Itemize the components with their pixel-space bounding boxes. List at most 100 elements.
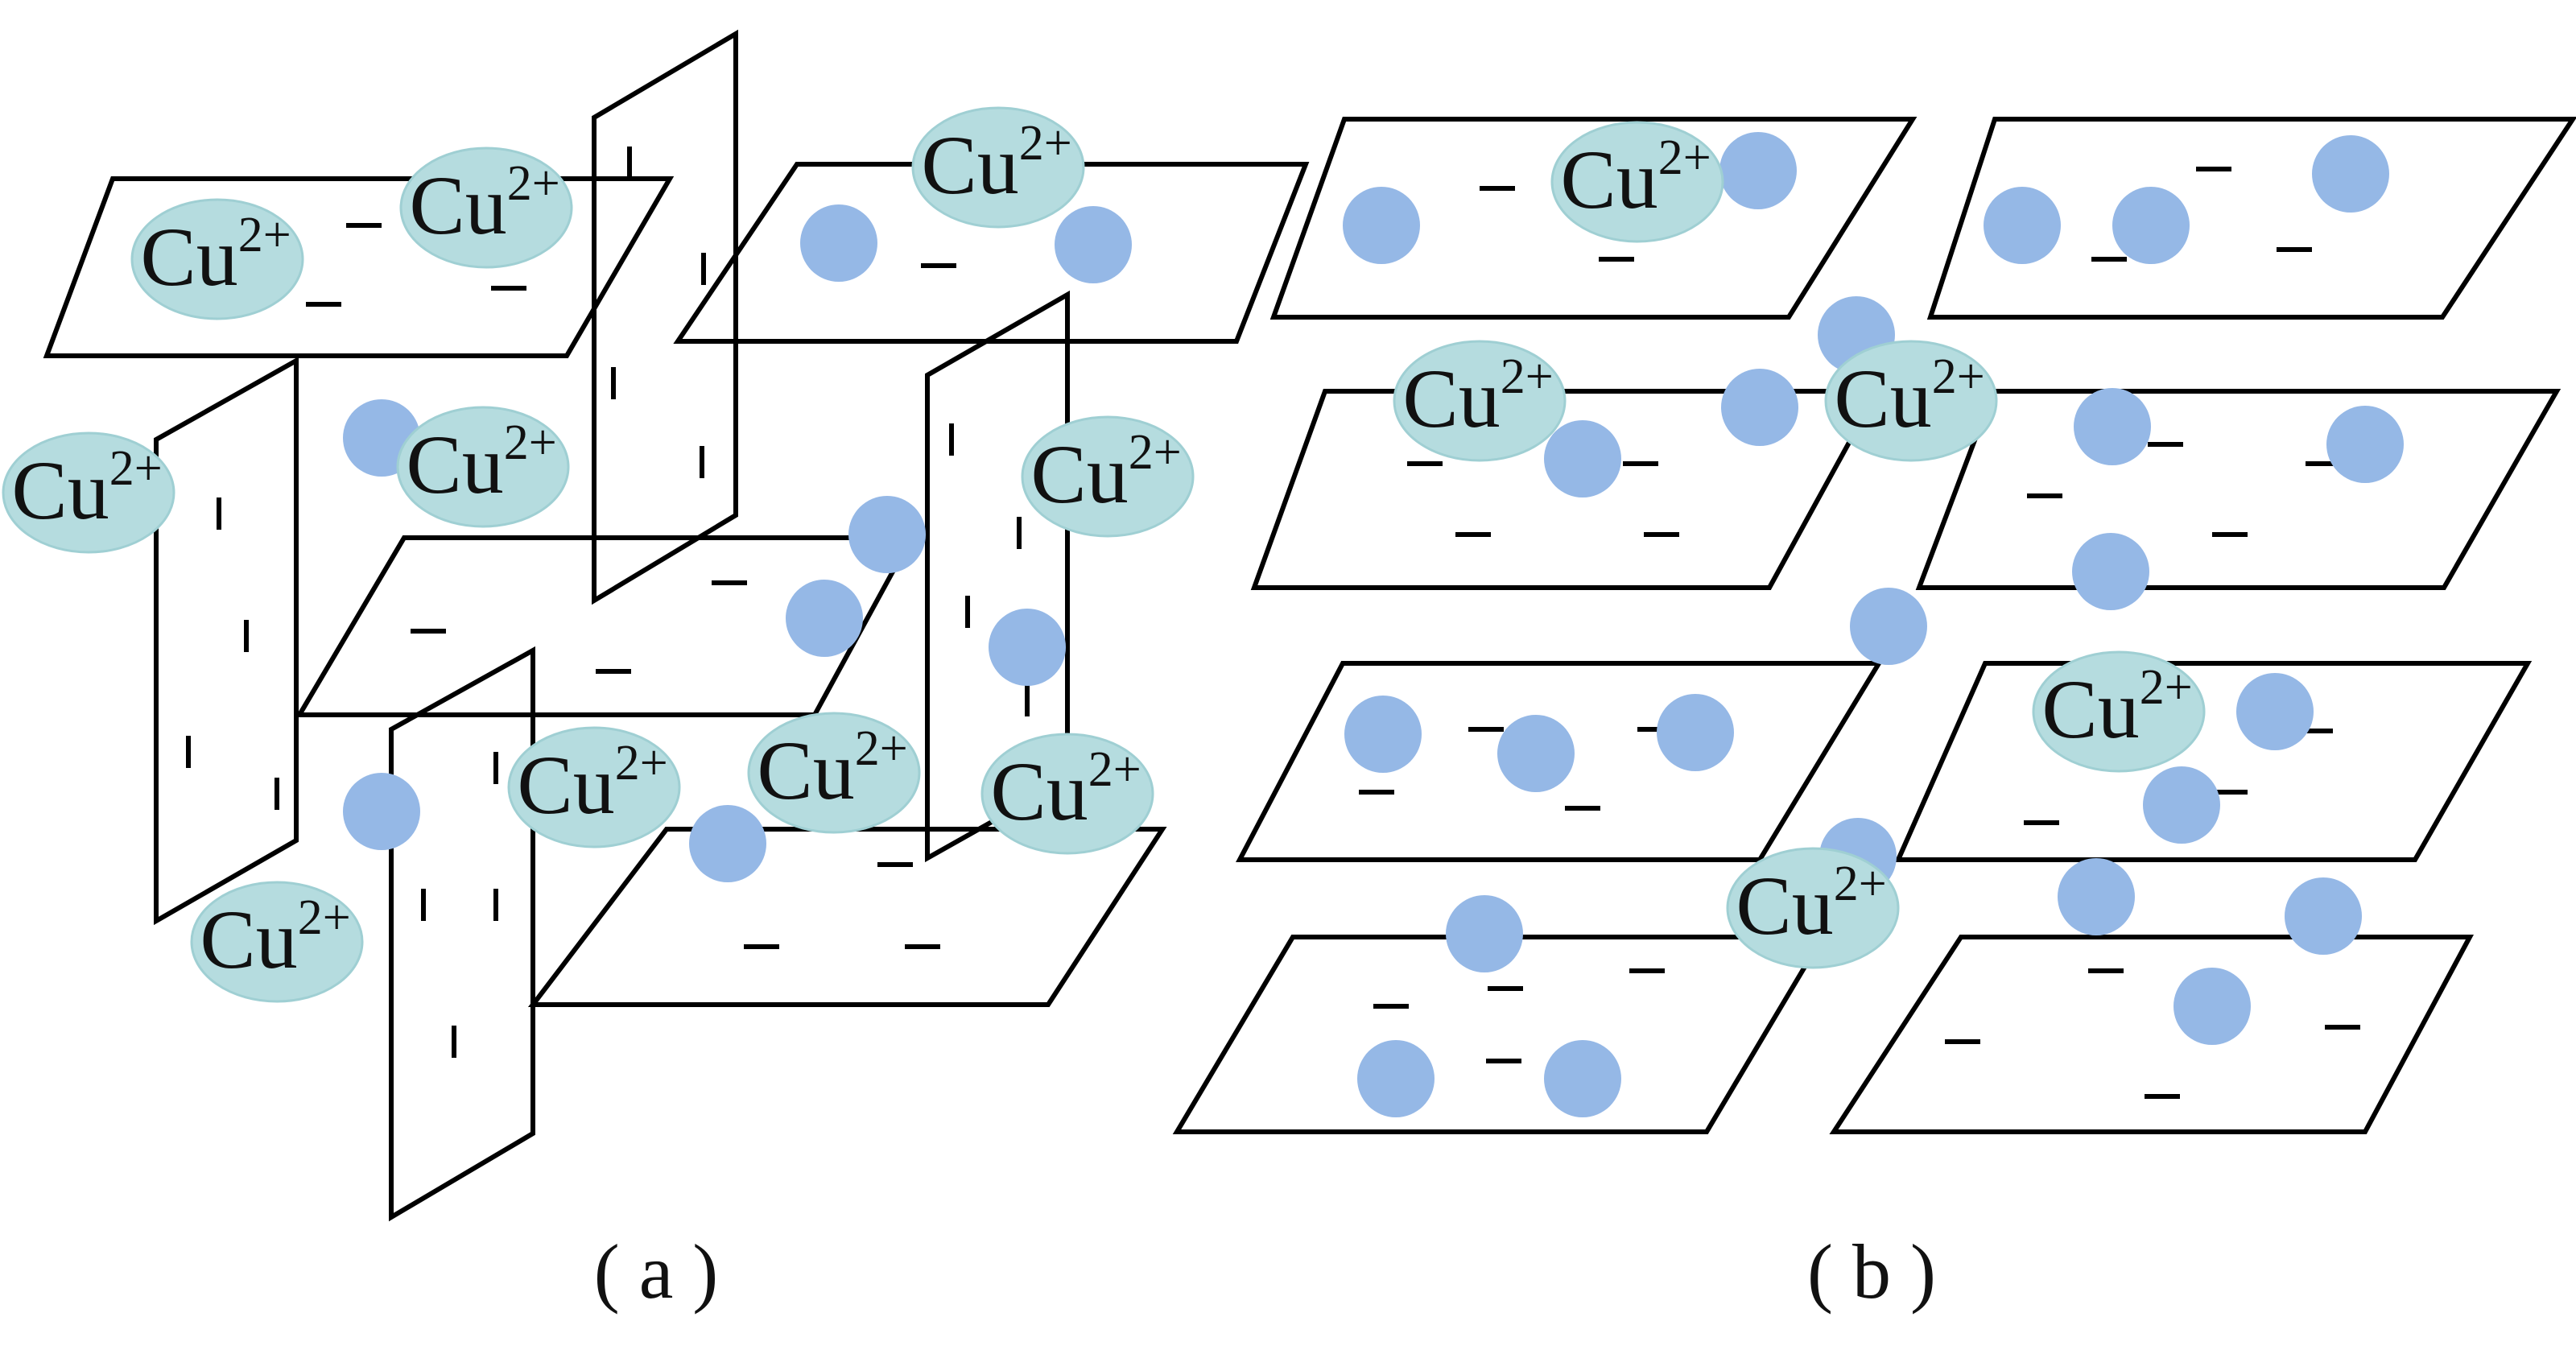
- sheet-b-left-1: [1269, 117, 1918, 320]
- cu-symbol: Cu: [409, 159, 506, 252]
- water-molecule-dot: [1984, 187, 2061, 264]
- water-molecule-dot: [800, 204, 877, 282]
- cu-ion: Cu2+: [399, 147, 573, 269]
- cu-ion-halo: [911, 106, 1085, 229]
- cu-ion: Cu2+: [130, 198, 304, 320]
- cu-ion-halo: [1550, 121, 1724, 243]
- cu-ion: Cu2+: [190, 881, 364, 1003]
- water-molecule-dot: [2326, 406, 2404, 483]
- water-molecule-dot: [1544, 1040, 1621, 1117]
- cu-ion-halo: [980, 733, 1154, 855]
- cu-ion-halo: [2, 431, 175, 554]
- sheet-b-right-2: [1915, 389, 2562, 590]
- cu-charge: 2+: [507, 156, 560, 211]
- cu-ion-halo: [747, 712, 921, 834]
- cu-ion-halo: [1726, 847, 1900, 969]
- water-molecule-dot: [2143, 766, 2220, 844]
- cu-symbol: Cu: [140, 211, 237, 303]
- cu-ion-halo: [190, 881, 364, 1003]
- cu-ion-label: Cu2+: [409, 156, 559, 252]
- cu-ion-halo: [130, 198, 304, 320]
- cu-ion-label: Cu2+: [990, 742, 1141, 838]
- cu-symbol: Cu: [1736, 860, 1833, 952]
- cu-charge: 2+: [2140, 660, 2193, 715]
- sheet-a-vertical-4: [389, 646, 535, 1222]
- sheet-b-right-1: [1926, 117, 2576, 320]
- cu-ion-halo: [507, 726, 681, 848]
- cu-symbol: Cu: [2041, 663, 2139, 756]
- cu-charge: 2+: [109, 441, 163, 496]
- cu-charge: 2+: [298, 890, 351, 945]
- cu-ion: Cu2+: [2032, 650, 2206, 773]
- panel-b-ordered-stacking: Cu2+Cu2+Cu2+Cu2+Cu2+: [1172, 117, 2576, 1134]
- cu-charge: 2+: [1501, 349, 1554, 404]
- cu-ion: Cu2+: [507, 726, 681, 848]
- cu-charge: 2+: [238, 208, 291, 262]
- cu-ion: Cu2+: [911, 106, 1085, 229]
- cu-ion-label: Cu2+: [1560, 130, 1711, 226]
- water-molecule-dot: [1446, 895, 1523, 972]
- water-molecule-dot: [1721, 369, 1798, 446]
- water-molecule-dot: [2285, 877, 2362, 955]
- water-molecule-dot: [1657, 694, 1734, 771]
- cu-ion-label: Cu2+: [200, 890, 350, 986]
- cu-ion: Cu2+: [396, 406, 570, 528]
- cu-ion-label: Cu2+: [11, 441, 162, 537]
- sheet-a-bottom: [527, 827, 1167, 1007]
- water-molecule-dot: [848, 496, 926, 573]
- cu-ion-halo: [1021, 415, 1195, 538]
- cu-charge: 2+: [615, 736, 668, 791]
- sheet-b-left-3: [1236, 661, 1884, 862]
- cu-symbol: Cu: [1030, 428, 1128, 521]
- water-molecule-dot: [1719, 132, 1797, 209]
- sheet-b-right-3: [1894, 661, 2533, 862]
- cu-ion-label: Cu2+: [921, 116, 1071, 212]
- cu-charge: 2+: [1088, 742, 1141, 797]
- cu-ion-label: Cu2+: [1402, 349, 1553, 445]
- cu-ion: Cu2+: [1021, 415, 1195, 538]
- cu-ion-halo: [396, 406, 570, 528]
- cu-symbol: Cu: [406, 419, 503, 511]
- cu-symbol: Cu: [200, 894, 297, 986]
- water-molecule-dot: [1344, 696, 1422, 773]
- cu-ion-label: Cu2+: [406, 415, 556, 511]
- cu-charge: 2+: [1129, 425, 1182, 480]
- cu-charge: 2+: [1658, 130, 1711, 185]
- cu-ion: Cu2+: [1550, 121, 1724, 243]
- cu-ion: Cu2+: [1393, 340, 1567, 462]
- water-molecule-dot: [2074, 388, 2151, 465]
- cu-charge: 2+: [1932, 349, 1985, 404]
- cu-ion-label: Cu2+: [517, 736, 667, 832]
- cu-symbol: Cu: [757, 725, 854, 817]
- sheet-a-vertical-2: [154, 356, 299, 926]
- cu-ion-halo: [2032, 650, 2206, 773]
- water-molecule-dot: [1544, 420, 1621, 497]
- cu-ion-label: Cu2+: [140, 208, 291, 303]
- cu-ion-label: Cu2+: [757, 721, 907, 817]
- water-molecule-dot: [1343, 187, 1420, 264]
- cu-ion-label: Cu2+: [1030, 425, 1181, 521]
- cu-symbol: Cu: [990, 745, 1088, 838]
- panel-a-disordered-stacking: Cu2+Cu2+Cu2+Cu2+Cu2+Cu2+Cu2+Cu2+Cu2+Cu2+: [2, 29, 1310, 1222]
- water-molecule-dot: [689, 805, 766, 882]
- panel-b-caption: ( b ): [1807, 1228, 1936, 1315]
- sheet-a-top-right: [673, 162, 1310, 344]
- sheet-b-right-4: [1829, 935, 2475, 1134]
- water-molecule-dot: [2174, 968, 2251, 1045]
- cu-ion-label: Cu2+: [2041, 660, 2192, 756]
- water-molecule-dot: [1357, 1040, 1435, 1117]
- cu-symbol: Cu: [1402, 353, 1500, 445]
- water-molecule-dot: [1850, 588, 1927, 665]
- cu-symbol: Cu: [1834, 353, 1931, 445]
- water-molecule-dot: [2312, 135, 2389, 213]
- cu-ion-halo: [399, 147, 573, 269]
- water-molecule-dot: [786, 580, 863, 657]
- cu-ion: Cu2+: [2, 431, 175, 554]
- cu-ion: Cu2+: [980, 733, 1154, 855]
- cu-charge: 2+: [504, 415, 557, 470]
- cu-symbol: Cu: [921, 119, 1018, 212]
- water-molecule-dot: [343, 773, 420, 850]
- cu-ion-halo: [1393, 340, 1567, 462]
